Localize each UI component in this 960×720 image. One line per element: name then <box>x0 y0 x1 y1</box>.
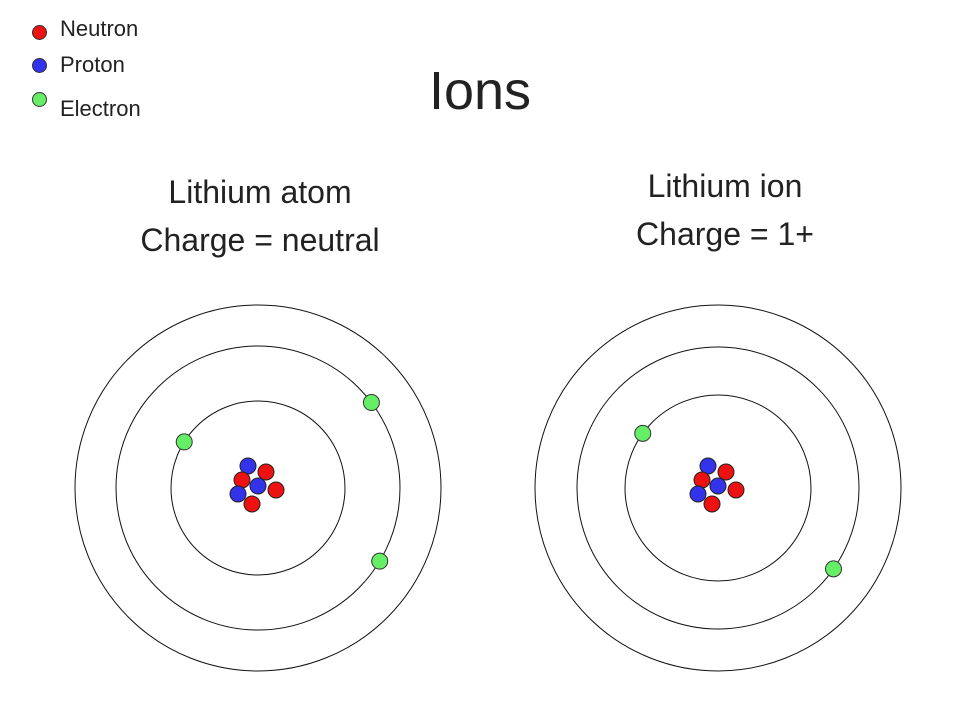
atom-name: Lithium atom <box>168 174 352 210</box>
atom-neutron <box>233 471 251 489</box>
legend-label-proton: Proton <box>60 52 125 77</box>
ion-shell-2 <box>576 346 860 630</box>
ion-name: Lithium ion <box>647 168 803 204</box>
atom-shell-1 <box>170 400 346 576</box>
ion-electron <box>634 424 652 442</box>
atom-electron <box>362 394 380 412</box>
legend-neutron: Neutron <box>32 17 138 41</box>
legend-proton: Proton <box>32 53 125 77</box>
atom-proton <box>249 477 267 495</box>
legend-label-electron: Electron <box>60 96 141 121</box>
atom-neutron <box>267 481 285 499</box>
ion-neutron <box>703 495 721 513</box>
page-title: Ions <box>428 61 532 121</box>
atom-shell-3 <box>74 304 442 672</box>
legend-electron: Electron <box>32 91 141 121</box>
electron-dot-icon <box>32 91 47 107</box>
ion-neutron <box>717 463 735 481</box>
ion-shell-3 <box>534 304 902 672</box>
atom-group <box>74 304 442 672</box>
ion-proton <box>709 477 727 495</box>
atom-proton <box>229 485 247 503</box>
ion-group <box>534 304 902 672</box>
neutron-dot-icon <box>32 24 47 40</box>
proton-dot-icon <box>32 57 47 73</box>
atom-electron <box>175 433 193 451</box>
atom-electron <box>371 552 389 570</box>
atom-neutron <box>257 463 275 481</box>
ion-neutron <box>727 481 745 499</box>
atom-shell-2 <box>115 345 401 631</box>
atom-charge: Charge = neutral <box>140 222 380 258</box>
ion-heading: Lithium ion Charge = 1+ <box>525 162 925 258</box>
legend-label-neutron: Neutron <box>60 16 139 41</box>
ion-shell-1 <box>624 394 812 582</box>
ion-electron <box>825 560 843 578</box>
atom-neutron <box>243 495 261 513</box>
atom-heading: Lithium atom Charge = neutral <box>60 168 460 264</box>
ion-neutron <box>693 471 711 489</box>
ion-proton <box>689 485 707 503</box>
ion-charge: Charge = 1+ <box>636 216 814 252</box>
